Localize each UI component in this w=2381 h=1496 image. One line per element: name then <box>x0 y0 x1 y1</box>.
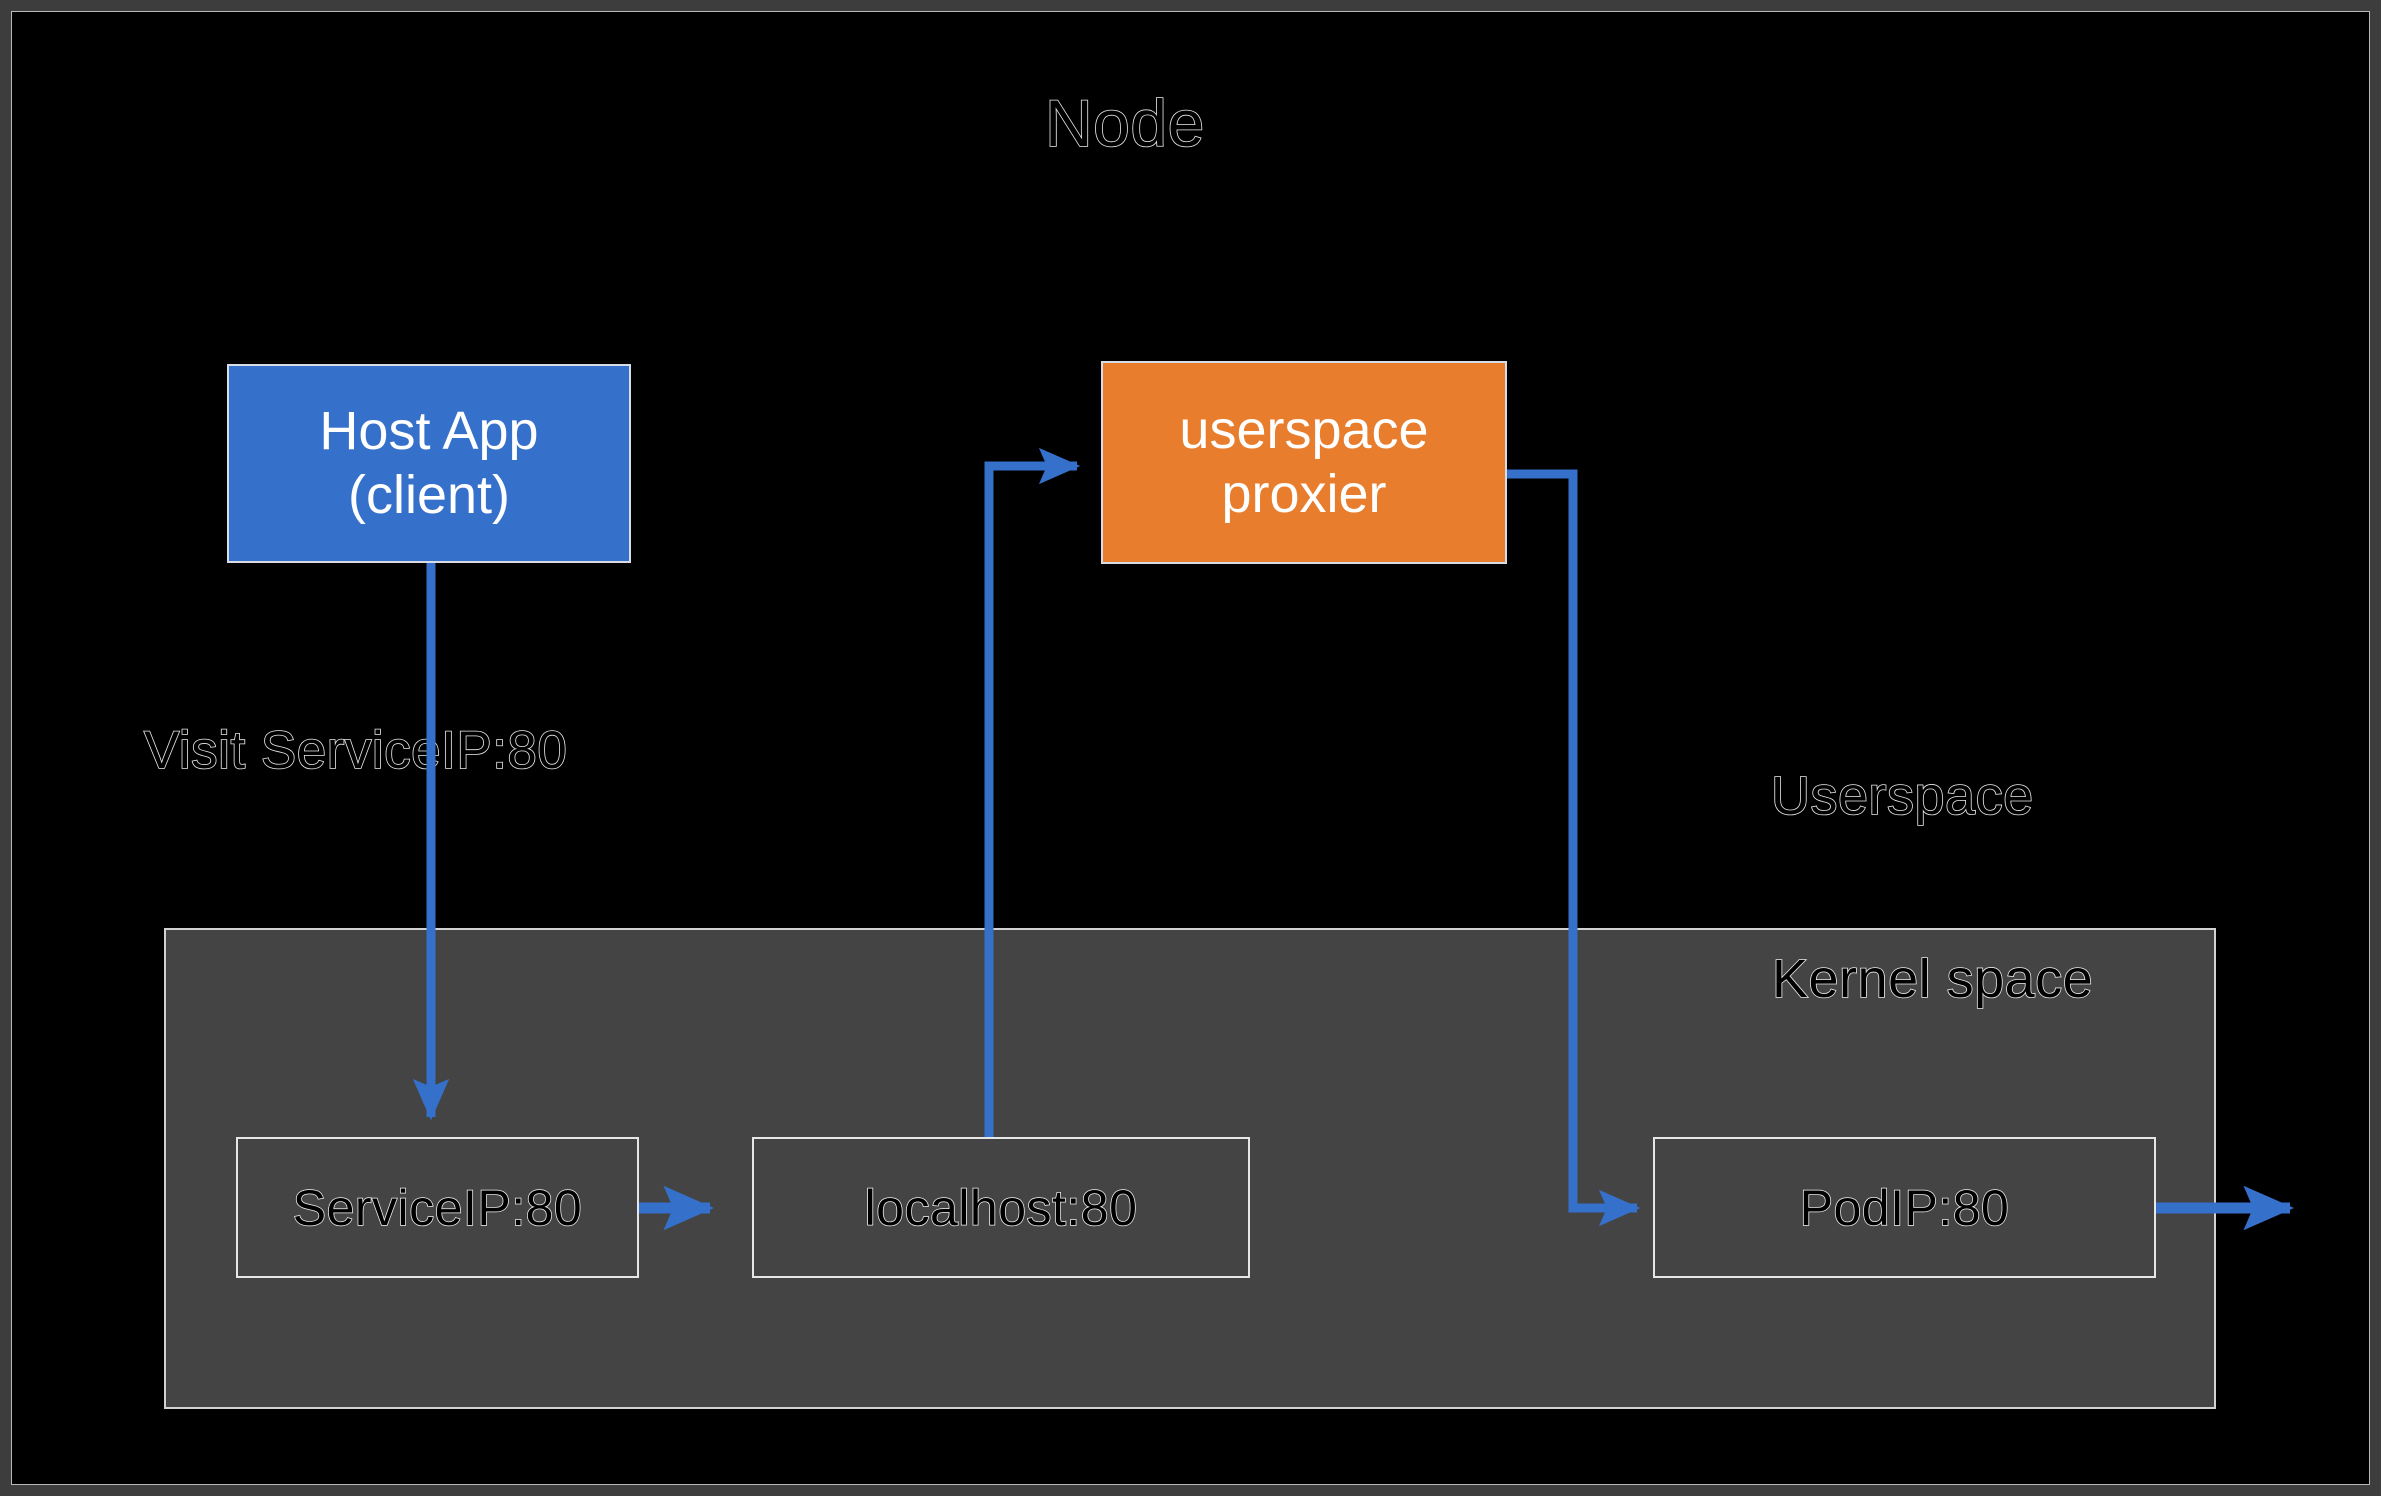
userspace-region-label: Userspace <box>1770 765 2034 826</box>
userspace-proxier-box[interactable]: userspace proxier <box>1101 361 1507 564</box>
diagram-title: Node <box>1044 86 1205 160</box>
kernel-rule-serviceip[interactable]: ServiceIP:80 <box>236 1137 639 1278</box>
kernel-rule-localhost[interactable]: localhost:80 <box>752 1137 1250 1278</box>
kernel-space-region-label: Kernel space <box>1771 948 2094 1009</box>
host-app-box[interactable]: Host App (client) <box>227 364 631 563</box>
kernel-rule-serviceip-label: ServiceIP:80 <box>292 1179 583 1237</box>
kernel-rule-podip[interactable]: PodIP:80 <box>1653 1137 2156 1278</box>
kernel-rule-localhost-label: localhost:80 <box>864 1179 1138 1237</box>
kernel-rule-podip-label: PodIP:80 <box>1799 1179 2010 1237</box>
visit-service-label: Visit ServiceIP:80 <box>143 720 568 780</box>
slide-surface: Node Userspace Kernel space Visit Servic… <box>11 11 2370 1485</box>
